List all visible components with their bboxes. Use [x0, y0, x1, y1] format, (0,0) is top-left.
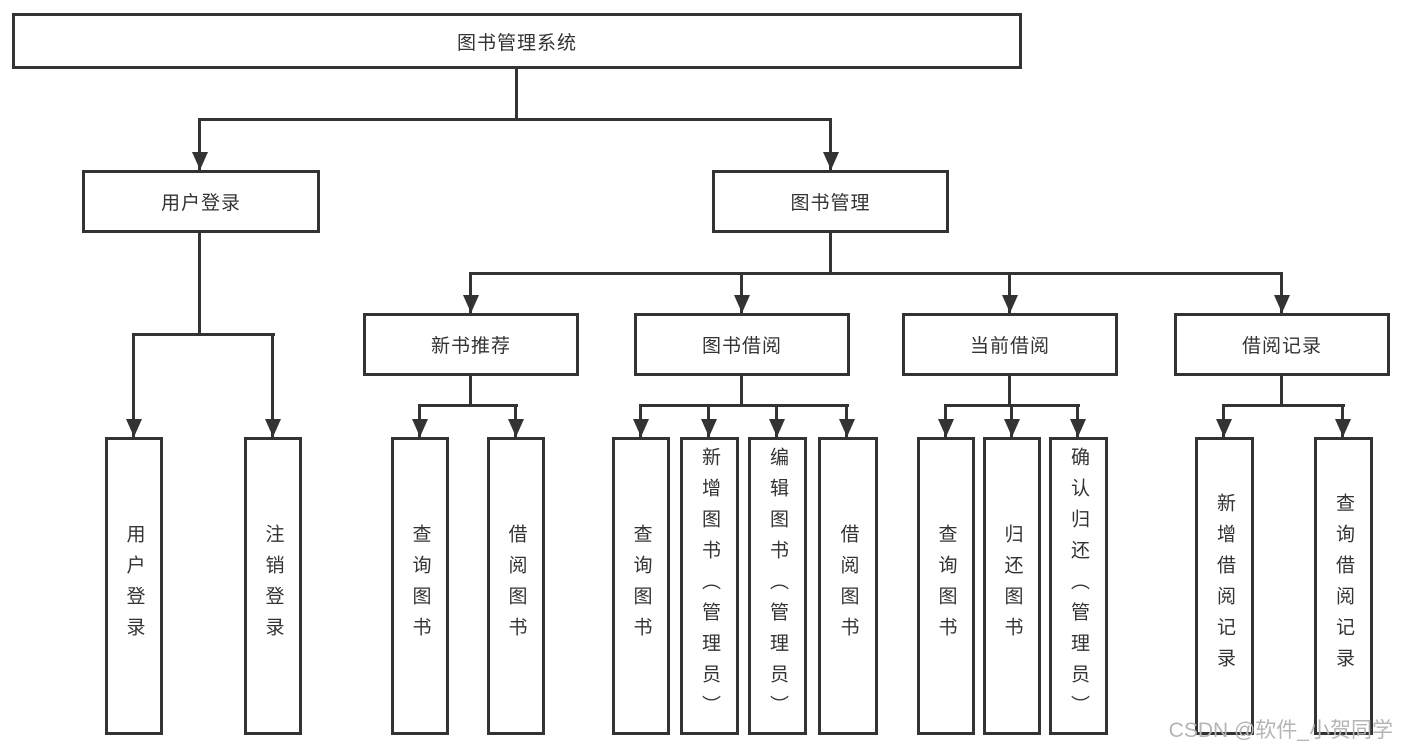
leaf-label: 注销登录	[262, 524, 284, 648]
connector-root-bar	[198, 118, 832, 121]
arrowhead-icon	[1335, 419, 1351, 437]
connector-root-drop-right	[829, 118, 832, 170]
arrowhead-icon	[1274, 295, 1290, 313]
leaf-label: 查询借阅记录	[1333, 493, 1354, 679]
leaf-borrow-book-2: 借阅图书	[818, 437, 878, 735]
node-book-management: 图书管理	[712, 170, 949, 233]
arrowhead-icon	[508, 419, 524, 437]
connector-userlogin-bar	[132, 333, 275, 336]
leaf-add-borrow-record: 新增借阅记录	[1195, 437, 1254, 735]
connector-root-stem	[515, 69, 518, 121]
leaf-query-borrow-record: 查询借阅记录	[1314, 437, 1373, 735]
connector-record-bar	[1222, 404, 1345, 407]
leaf-return-book: 归还图书	[983, 437, 1041, 735]
arrowhead-icon	[839, 419, 855, 437]
leaf-logout: 注销登录	[244, 437, 302, 735]
leaf-add-book-admin: 新增图书（管理员）	[680, 437, 739, 735]
arrowhead-icon	[769, 419, 785, 437]
csdn-watermark: CSDN @软件_小贺同学	[1168, 719, 1393, 742]
arrowhead-icon	[126, 419, 142, 437]
leaf-edit-book-admin: 编辑图书（管理员）	[748, 437, 807, 735]
arrowhead-icon	[463, 295, 479, 313]
arrowhead-icon	[701, 419, 717, 437]
leaf-label: 编辑图书（管理员）	[767, 446, 788, 726]
node-new-book-recommend: 新书推荐	[363, 313, 579, 376]
leaf-query-book-3: 查询图书	[917, 437, 975, 735]
leaf-label: 借阅图书	[837, 524, 859, 648]
leaf-label: 归还图书	[1001, 524, 1023, 648]
connector-bookmgmt-bar	[469, 272, 1283, 275]
node-current-borrow: 当前借阅	[902, 313, 1118, 376]
connector-newbook-bar	[418, 404, 518, 407]
arrowhead-icon	[938, 419, 954, 437]
connector-userlogin-stem	[198, 233, 201, 336]
arrowhead-icon	[1004, 419, 1020, 437]
connector-current-stem	[1008, 376, 1011, 406]
connector-bookmgmt-drop-1	[469, 272, 472, 313]
leaf-label: 借阅图书	[505, 524, 527, 648]
leaf-label: 查询图书	[935, 524, 957, 648]
arrowhead-icon	[633, 419, 649, 437]
connector-userlogin-drop-2	[271, 333, 274, 437]
arrowhead-icon	[412, 419, 428, 437]
connector-bookmgmt-drop-3	[1008, 272, 1011, 313]
connector-root-drop-left	[198, 118, 201, 170]
leaf-label: 查询图书	[409, 524, 431, 648]
arrowhead-icon	[1002, 295, 1018, 313]
connector-bookmgmt-drop-4	[1280, 272, 1283, 313]
leaf-query-book-2: 查询图书	[612, 437, 670, 735]
arrowhead-icon	[823, 152, 839, 170]
connector-newbook-stem	[469, 376, 472, 406]
connector-userlogin-drop-1	[132, 333, 135, 437]
leaf-label: 新增图书（管理员）	[699, 446, 720, 726]
leaf-label: 确认归还（管理员）	[1068, 446, 1089, 726]
node-root-system: 图书管理系统	[12, 13, 1022, 69]
arrowhead-icon	[1070, 419, 1086, 437]
node-user-login: 用户登录	[82, 170, 320, 233]
leaf-label: 查询图书	[630, 524, 652, 648]
leaf-user-login: 用户登录	[105, 437, 163, 735]
leaf-label: 用户登录	[123, 524, 145, 648]
connector-borrow-stem	[740, 376, 743, 406]
node-borrow-record: 借阅记录	[1174, 313, 1390, 376]
connector-borrow-bar	[639, 404, 849, 407]
arrowhead-icon	[192, 152, 208, 170]
connector-bookmgmt-drop-2	[740, 272, 743, 313]
leaf-label: 新增借阅记录	[1214, 493, 1235, 679]
arrowhead-icon	[1216, 419, 1232, 437]
arrowhead-icon	[265, 419, 281, 437]
leaf-confirm-return-admin: 确认归还（管理员）	[1049, 437, 1108, 735]
node-book-borrow: 图书借阅	[634, 313, 850, 376]
arrowhead-icon	[734, 295, 750, 313]
leaf-query-book-1: 查询图书	[391, 437, 449, 735]
leaf-borrow-book-1: 借阅图书	[487, 437, 545, 735]
connector-bookmgmt-stem	[829, 233, 832, 275]
connector-record-stem	[1280, 376, 1283, 406]
